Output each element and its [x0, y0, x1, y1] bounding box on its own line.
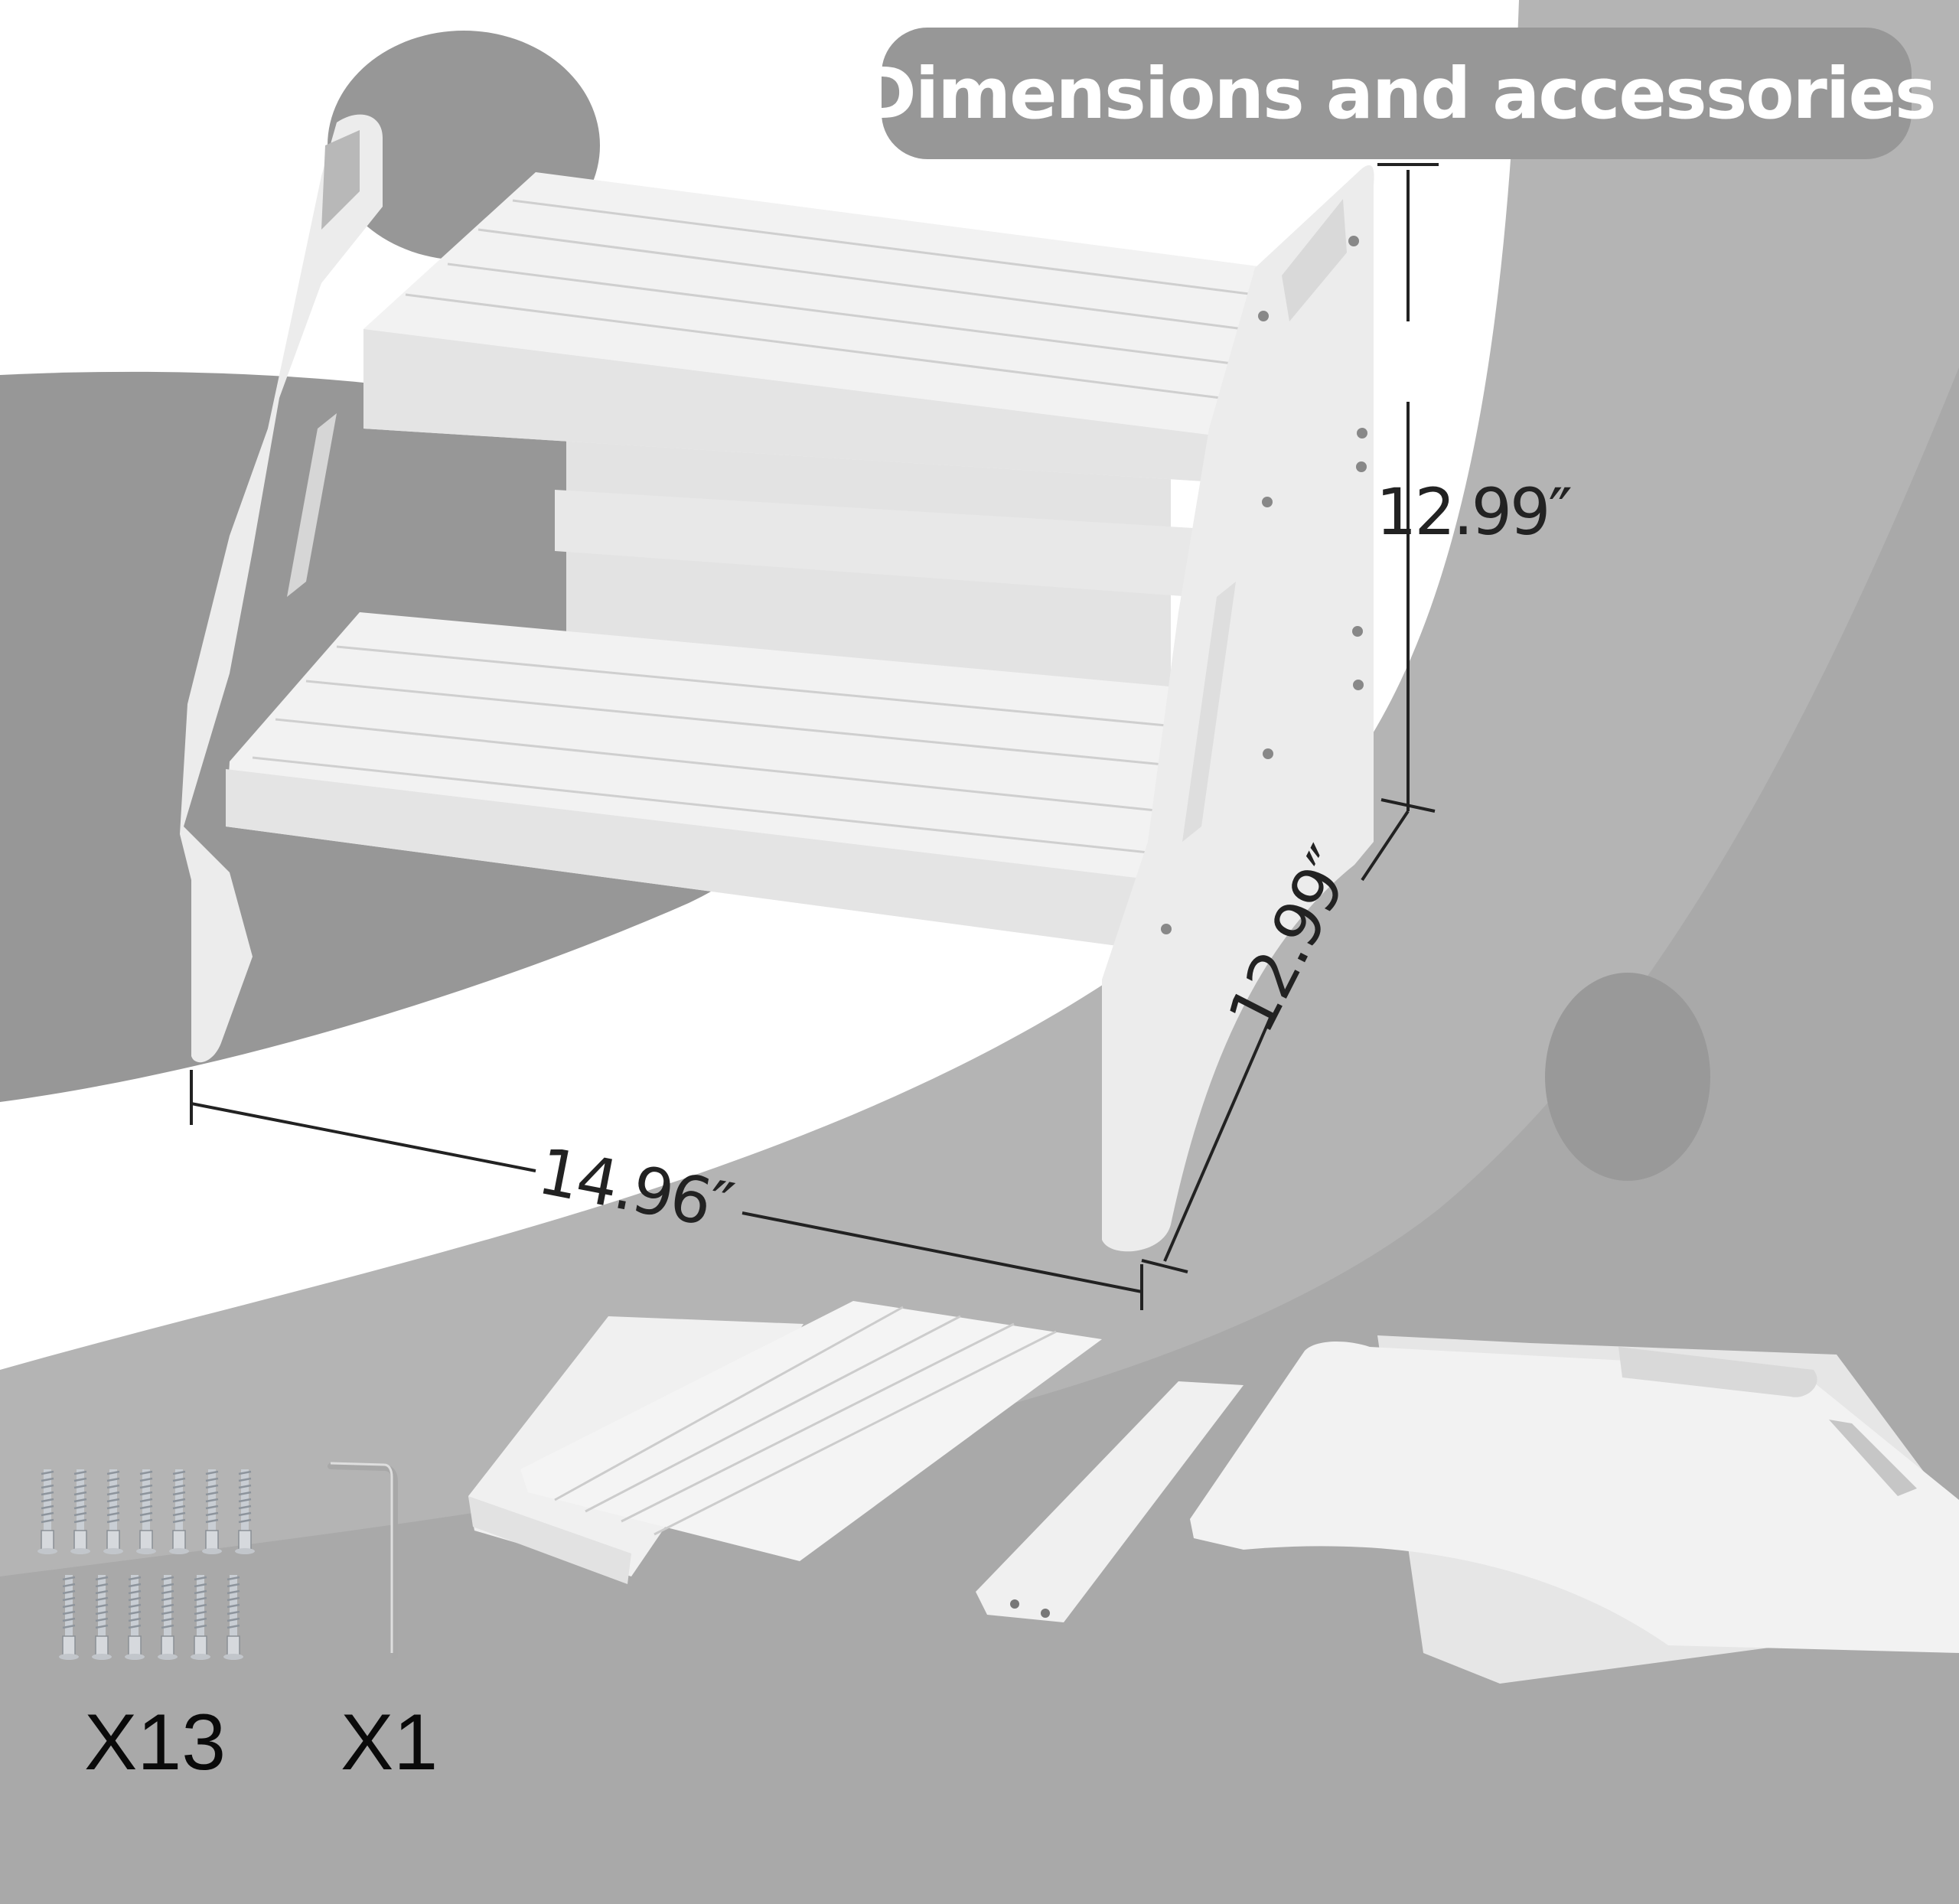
- part-side-panel-front: [1190, 1342, 1959, 1653]
- screw-head-icon: [1348, 236, 1359, 246]
- rail-hole-icon: [1041, 1609, 1050, 1618]
- depth-dim-line-upper: [1361, 810, 1410, 882]
- stool-left-handle-hole: [321, 130, 360, 230]
- slat-line: [405, 293, 1221, 399]
- screw-head-icon: [1161, 924, 1172, 934]
- part-step-board-lower-edge: [468, 1496, 631, 1584]
- rail-hole-icon: [1010, 1599, 1019, 1609]
- part-step-board-upper-slat-lines: [554, 1306, 1057, 1536]
- stool-top-step-front-edge: [363, 329, 1221, 482]
- slat-line: [554, 1306, 904, 1501]
- height-dimension-label: 12.99″: [1376, 474, 1573, 549]
- stool-top-step-slat-lines: [405, 199, 1256, 399]
- depth-dim-line-lower: [1163, 1017, 1272, 1262]
- screw-icon: [235, 1469, 255, 1554]
- stool-right-handle-hole: [1282, 199, 1347, 321]
- screw-head-icon: [1258, 311, 1269, 321]
- screw-head-icon: [1263, 748, 1273, 759]
- dimension-lines: [190, 163, 1439, 1310]
- slat-line: [478, 228, 1244, 331]
- width-dim-line-right: [742, 1211, 1142, 1293]
- screw-icon: [191, 1575, 210, 1660]
- screw-head-icon: [1352, 626, 1363, 637]
- slat-line: [447, 262, 1233, 365]
- page-title: Dimensions and accessories: [858, 52, 1936, 135]
- hex-key-quantity-label: X1: [341, 1698, 438, 1787]
- stool-lower-step-front-edge: [226, 769, 1156, 949]
- slat-line: [585, 1315, 961, 1513]
- screw-icon: [158, 1575, 178, 1660]
- disassembled-parts: [468, 1301, 1959, 1684]
- screw-icon: [169, 1469, 189, 1554]
- slat-line: [654, 1330, 1057, 1536]
- stool-right-panel: [1102, 165, 1374, 1252]
- width-dim-line-left: [191, 1102, 536, 1172]
- stool-left-lower-handle: [287, 413, 337, 597]
- slat-line: [621, 1322, 1015, 1523]
- slat-line: [252, 756, 1156, 855]
- allen-wrench-icon: [328, 1462, 398, 1659]
- screw-head-icon: [1262, 497, 1273, 507]
- stool-right-lower-handle: [1182, 582, 1236, 842]
- slat-line: [305, 680, 1172, 767]
- screw-icon: [136, 1469, 156, 1554]
- slat-line: [275, 718, 1164, 813]
- part-side-panel-lower-handle-hole: [1829, 1420, 1917, 1496]
- stool-inner-rail: [555, 490, 1194, 597]
- screw-head-icon: [1357, 428, 1367, 439]
- stool-lower-step-slat-lines: [252, 645, 1183, 855]
- assembled-stool: [180, 114, 1374, 1252]
- screw-quantity-label: X13: [84, 1698, 227, 1787]
- slat-line: [512, 199, 1256, 296]
- part-side-panel-handle-hole: [1618, 1347, 1817, 1397]
- screw-icon: [125, 1575, 145, 1660]
- screw-icon: [59, 1575, 79, 1660]
- slat-line: [336, 645, 1183, 729]
- part-support-rail: [976, 1381, 1244, 1622]
- bg-circle-right: [1545, 973, 1710, 1181]
- screw-head-icon: [1353, 680, 1364, 690]
- screw-icon: [202, 1469, 222, 1554]
- screw-icon: [103, 1469, 123, 1554]
- screw-icon: [70, 1469, 90, 1554]
- depth-dim-bottom-tick: [1141, 1259, 1188, 1273]
- screw-icon: [92, 1575, 112, 1660]
- screw-icon: [223, 1575, 243, 1660]
- accessory-screws: [37, 1469, 255, 1660]
- stool-left-panel: [180, 114, 383, 1063]
- height-dim-bottom-tick: [1380, 798, 1436, 813]
- title-banner: Dimensions and accessories: [858, 28, 1937, 159]
- stool-screw-heads: [1161, 236, 1367, 934]
- part-step-board-upper: [520, 1301, 1102, 1561]
- screw-head-icon: [1356, 461, 1367, 472]
- screw-icon: [37, 1469, 57, 1554]
